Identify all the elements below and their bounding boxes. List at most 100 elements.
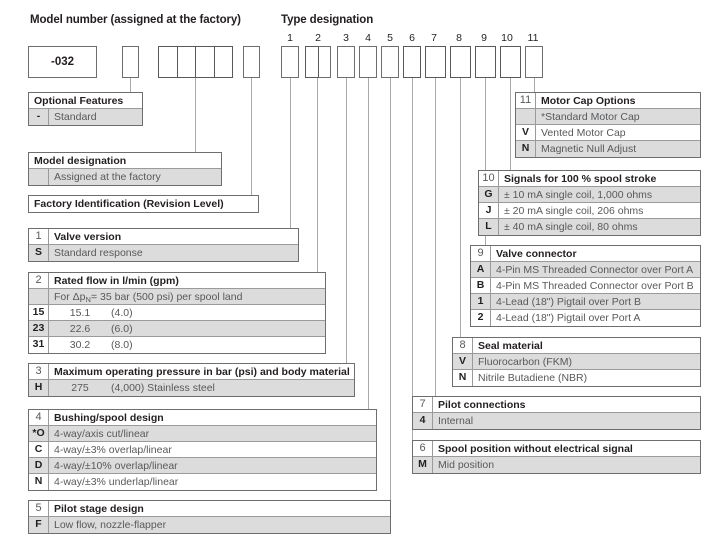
section-number: 7 [413, 397, 433, 412]
table-row[interactable]: A 4-Pin MS Threaded Connector over Port … [471, 262, 700, 278]
code-box-optional-features[interactable] [122, 46, 139, 78]
row-key: N [29, 474, 49, 490]
type-position-number-11: 11 [527, 32, 539, 44]
section-number: 8 [453, 338, 473, 353]
leader-line-pos-8 [460, 78, 461, 337]
row-key: H [29, 380, 49, 396]
table-row[interactable]: L ± 40 mA single coil, 80 ohms [479, 219, 700, 235]
row-value: 4-way/±3% overlap/linear [54, 443, 172, 456]
code-box-10[interactable] [500, 46, 521, 78]
row-key: 15 [29, 305, 49, 320]
leader-line-factory-identification [251, 78, 252, 195]
row-value: 4-way/axis cut/linear [54, 427, 150, 440]
code-box-7[interactable] [425, 46, 446, 78]
row-value: 4-Lead (18") Pigtail over Port A [496, 312, 641, 324]
type-position-number-4: 4 [365, 32, 371, 44]
table-row[interactable]: 2 4-Lead (18") Pigtail over Port A [471, 310, 700, 326]
row-value: 4-Lead (18") Pigtail over Port B [496, 295, 641, 308]
table-row[interactable]: D 4-way/±10% overlap/linear [29, 458, 376, 474]
table-row[interactable]: - Standard [29, 109, 142, 125]
row-value-gpm: (4.0) [111, 306, 133, 319]
row-value-gpm: (8.0) [111, 339, 133, 351]
table-bushing-spool-design: 4 Bushing/spool design *O 4-way/axis cut… [28, 409, 377, 491]
code-box-6[interactable] [403, 46, 421, 78]
table-row[interactable]: H 275 (4,000) Stainless steel [29, 380, 354, 396]
table-row[interactable]: V Fluorocarbon (FKM) [453, 354, 700, 370]
code-box-4[interactable] [359, 46, 377, 78]
subhead-a: For Δp [54, 290, 86, 303]
section-number: 2 [29, 273, 49, 288]
code-box-9[interactable] [475, 46, 496, 78]
code-box-3[interactable] [337, 46, 355, 78]
table-row[interactable]: Assigned at the factory [29, 169, 221, 185]
table-row[interactable]: N Magnetic Null Adjust [516, 141, 700, 157]
row-value-bar: 275 [71, 382, 89, 394]
row-key: B [471, 278, 491, 293]
table-row: 1 Valve version [29, 229, 298, 245]
leader-line-pos-11 [534, 78, 535, 92]
table-row[interactable]: 1 4-Lead (18") Pigtail over Port B [471, 294, 700, 310]
row-key: A [471, 262, 491, 277]
table-row[interactable]: M Mid position [413, 457, 700, 473]
row-value: Nitrile Butadiene (NBR) [478, 372, 588, 384]
table-row[interactable]: S Standard response [29, 245, 298, 261]
leader-line-pos-1 [290, 78, 291, 228]
table-row[interactable]: N 4-way/±3% underlap/linear [29, 474, 376, 490]
table-row[interactable]: F Low flow, nozzle-flapper [29, 517, 390, 533]
table-row[interactable]: N Nitrile Butadiene (NBR) [453, 370, 700, 386]
row-key: D [29, 458, 49, 473]
code-box-2b[interactable] [318, 46, 331, 78]
table-row[interactable]: V Vented Motor Cap [516, 125, 700, 141]
row-value: Internal [438, 415, 474, 427]
table-row: 11 Motor Cap Options [516, 93, 700, 109]
model-number-code-box[interactable]: -032 [28, 46, 97, 78]
table-row: 10 Signals for 100 % spool stroke [479, 171, 700, 187]
leader-line-pos-2 [317, 78, 318, 272]
row-key [516, 109, 536, 124]
table-row[interactable]: C 4-way/±3% overlap/linear [29, 442, 376, 458]
code-box-model-3[interactable] [196, 47, 215, 77]
optional-features-title: Optional Features [34, 94, 124, 107]
table-row[interactable]: G ± 10 mA single coil, 1,000 ohms [479, 187, 700, 203]
type-position-number-9: 9 [481, 32, 487, 44]
table-row: 6 Spool position without electrical sign… [413, 441, 700, 457]
code-box-8[interactable] [450, 46, 471, 78]
code-box-1[interactable] [281, 46, 299, 78]
row-value: ± 40 mA single coil, 80 ohms [504, 221, 638, 233]
seal-material-title: Seal material [478, 339, 543, 352]
row-value-lpm: 15.1 [69, 306, 91, 319]
row-key [29, 169, 49, 185]
table-row[interactable]: 31 30.2 (8.0) [29, 337, 325, 353]
table-factory-identification: Factory Identification (Revision Level) [28, 195, 259, 213]
code-box-model-2[interactable] [178, 47, 196, 77]
code-box-model-4[interactable] [215, 47, 233, 77]
table-row[interactable]: 15 15.1 (4.0) [29, 305, 325, 321]
row-key: 4 [413, 413, 433, 429]
section-number: 6 [413, 441, 433, 456]
table-row[interactable]: *O 4-way/axis cut/linear [29, 426, 376, 442]
table-pilot-stage-design: 5 Pilot stage design F Low flow, nozzle-… [28, 500, 391, 534]
table-row[interactable]: B 4-Pin MS Threaded Connector over Port … [471, 278, 700, 294]
model-designation-title: Model designation [34, 154, 127, 167]
table-motor-cap-options: 11 Motor Cap Options *Standard Motor Cap… [515, 92, 701, 158]
table-row[interactable]: 23 22.6 (6.0) [29, 321, 325, 337]
row-value: Fluorocarbon (FKM) [478, 355, 572, 368]
row-value: ± 10 mA single coil, 1,000 ohms [504, 188, 653, 201]
code-box-group-model-designation[interactable] [158, 46, 233, 78]
code-box-5[interactable] [381, 46, 399, 78]
row-key: 23 [29, 321, 49, 336]
bushing-spool-title: Bushing/spool design [54, 411, 164, 424]
row-value: Assigned at the factory [54, 171, 161, 183]
leader-line-model-designation [195, 78, 196, 152]
table-row[interactable]: 4 Internal [413, 413, 700, 429]
type-position-number-1: 1 [287, 32, 293, 44]
table-row[interactable]: *Standard Motor Cap [516, 109, 700, 125]
code-box-factory-identification[interactable] [243, 46, 260, 78]
table-rated-flow: 2 Rated flow in l/min (gpm) For ΔpN= 35 … [28, 272, 326, 354]
code-box-11[interactable] [525, 46, 543, 78]
table-row[interactable]: J ± 20 mA single coil, 206 ohms [479, 203, 700, 219]
row-key: *O [29, 426, 49, 441]
code-box-model-1[interactable] [159, 47, 178, 77]
section-number: 5 [29, 501, 49, 516]
row-value: Low flow, nozzle-flapper [54, 519, 167, 531]
